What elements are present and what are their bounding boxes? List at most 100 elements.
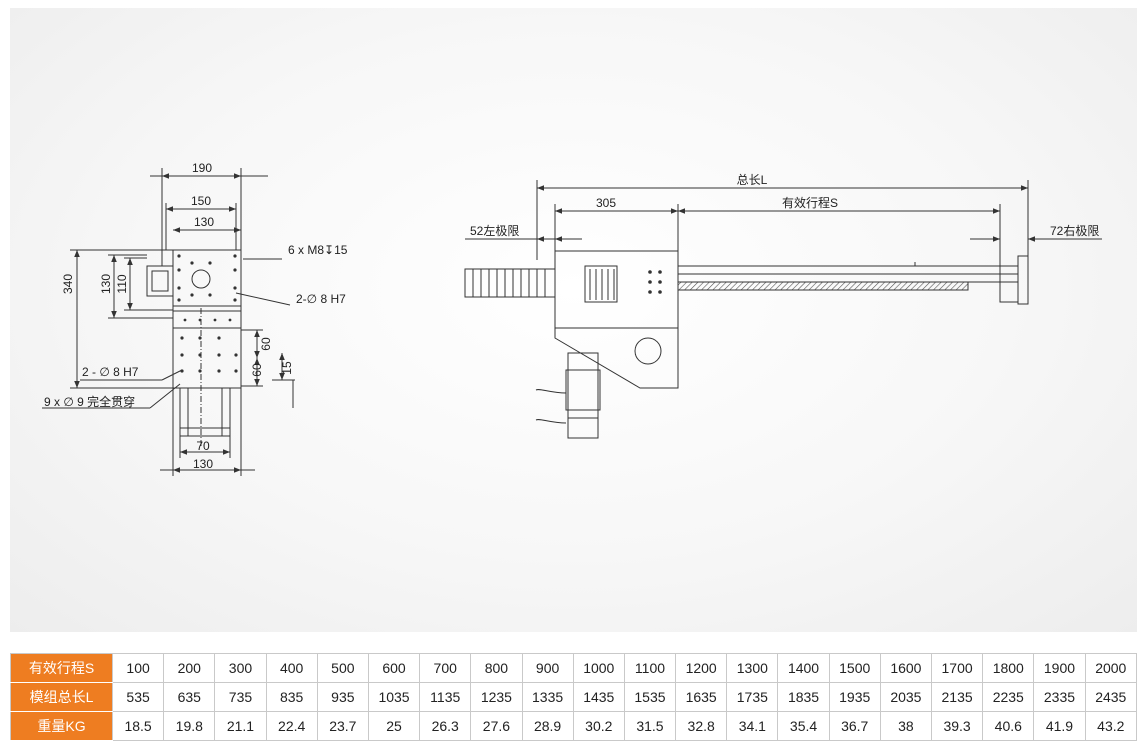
table-cell: 1935 xyxy=(828,682,881,712)
table-cell: 1835 xyxy=(777,682,830,712)
table-cell: 635 xyxy=(163,682,216,712)
row-header: 模组总长L xyxy=(10,682,113,712)
table-cell: 500 xyxy=(316,653,369,683)
table-cell: 400 xyxy=(265,653,318,683)
table-cell: 34.1 xyxy=(726,711,779,741)
table-cell: 1335 xyxy=(521,682,574,712)
table-cell: 41.9 xyxy=(1033,711,1086,741)
drawing-svg: 190 150 130 340 130 110 60 60 15 70 130 … xyxy=(42,161,1102,476)
table-cell: 18.5 xyxy=(111,711,165,741)
note-pin-left: 2 - ∅ 8 H7 xyxy=(82,365,139,379)
dim-130-left: 130 xyxy=(99,274,113,294)
table-cell: 1400 xyxy=(777,653,830,683)
table-cell: 1100 xyxy=(623,653,677,683)
table-cell: 19.8 xyxy=(163,711,216,741)
table-cell: 2000 xyxy=(1084,653,1138,683)
total-length-label: 总长L xyxy=(737,173,768,187)
table-cell: 39.3 xyxy=(930,711,984,741)
screw-hatch xyxy=(677,281,969,291)
table-cell: 1500 xyxy=(828,653,881,683)
table-cell: 2135 xyxy=(930,682,984,712)
table-cell: 28.9 xyxy=(521,711,574,741)
table-cell: 31.5 xyxy=(623,711,677,741)
dim-70: 70 xyxy=(196,439,210,453)
table-cell: 535 xyxy=(111,682,165,712)
dim-190: 190 xyxy=(192,161,212,175)
table-cell: 835 xyxy=(265,682,318,712)
table-cell: 735 xyxy=(214,682,267,712)
dim-305: 305 xyxy=(596,196,616,210)
table-cell: 300 xyxy=(214,653,267,683)
table-cell: 1700 xyxy=(930,653,984,683)
table-cell: 1535 xyxy=(623,682,677,712)
note-m8-holes: 6 x M8↧15 xyxy=(288,243,348,257)
front-view-labels: 190 150 130 340 130 110 60 60 15 70 130 … xyxy=(44,161,348,471)
technical-drawing: 190 150 130 340 130 110 60 60 15 70 130 … xyxy=(10,8,1137,632)
dim-60-b: 60 xyxy=(250,363,264,377)
table-cell: 700 xyxy=(419,653,472,683)
dim-130-top: 130 xyxy=(194,215,214,229)
table-cell: 1300 xyxy=(726,653,779,683)
table-cell: 935 xyxy=(316,682,369,712)
table-cell: 1035 xyxy=(367,682,421,712)
table-cell: 1135 xyxy=(419,682,472,712)
table-cell: 1200 xyxy=(675,653,728,683)
dim-340: 340 xyxy=(61,274,75,294)
table-cell: 100 xyxy=(111,653,165,683)
table-cell: 30.2 xyxy=(572,711,625,741)
left-limit-label: 52左极限 xyxy=(470,223,519,238)
side-view xyxy=(464,180,1102,439)
side-carriage xyxy=(554,250,679,389)
dim-60-a: 60 xyxy=(259,337,273,351)
table-cell: 2235 xyxy=(982,682,1035,712)
side-bore xyxy=(634,337,662,365)
front-view xyxy=(42,168,295,476)
table-cell: 21.1 xyxy=(214,711,267,741)
table-cell: 1000 xyxy=(572,653,625,683)
dim-150: 150 xyxy=(191,194,211,208)
row-header: 有效行程S xyxy=(10,653,113,683)
table-cell: 2035 xyxy=(879,682,933,712)
table-cell: 32.8 xyxy=(675,711,728,741)
table-cell: 1635 xyxy=(675,682,728,712)
cable-block xyxy=(146,265,174,297)
table-cell: 1235 xyxy=(470,682,523,712)
table-cell: 800 xyxy=(470,653,523,683)
table-cell: 25 xyxy=(367,711,421,741)
table-cell: 36.7 xyxy=(828,711,881,741)
dim-15: 15 xyxy=(280,361,294,375)
motor-body xyxy=(179,387,231,437)
table-cell: 1600 xyxy=(879,653,933,683)
note-pin-right: 2-∅ 8 H7 xyxy=(296,292,346,306)
effective-stroke-label: 有效行程S xyxy=(782,195,838,210)
table-cell: 40.6 xyxy=(982,711,1035,741)
dim-110: 110 xyxy=(115,274,129,293)
table-cell: 200 xyxy=(163,653,216,683)
side-motor xyxy=(567,352,599,439)
table-cell: 1735 xyxy=(726,682,779,712)
end-plate xyxy=(1017,255,1029,305)
side-view-labels: 总长L 305 有效行程S 52左极限 72右极限 xyxy=(470,173,1099,238)
table-cell: 35.4 xyxy=(777,711,830,741)
table-cell: 38 xyxy=(879,711,933,741)
table-cell: 23.7 xyxy=(316,711,369,741)
cable-chain xyxy=(464,268,556,298)
top-block xyxy=(172,249,242,307)
table-cell: 2335 xyxy=(1033,682,1086,712)
table-cell: 43.2 xyxy=(1084,711,1138,741)
table-cell: 1435 xyxy=(572,682,625,712)
table-cell: 1900 xyxy=(1033,653,1086,683)
table-cell: 26.3 xyxy=(419,711,472,741)
right-limit-label: 72右极限 xyxy=(1050,223,1099,238)
table-cell: 22.4 xyxy=(265,711,318,741)
center-bore xyxy=(191,269,211,289)
dim-130-bottom: 130 xyxy=(193,457,213,471)
table-cell: 2435 xyxy=(1084,682,1138,712)
table-cell: 900 xyxy=(521,653,574,683)
note-through-holes: 9 x ∅ 9 完全贯穿 xyxy=(44,394,135,409)
row-header: 重量KG xyxy=(10,711,113,741)
